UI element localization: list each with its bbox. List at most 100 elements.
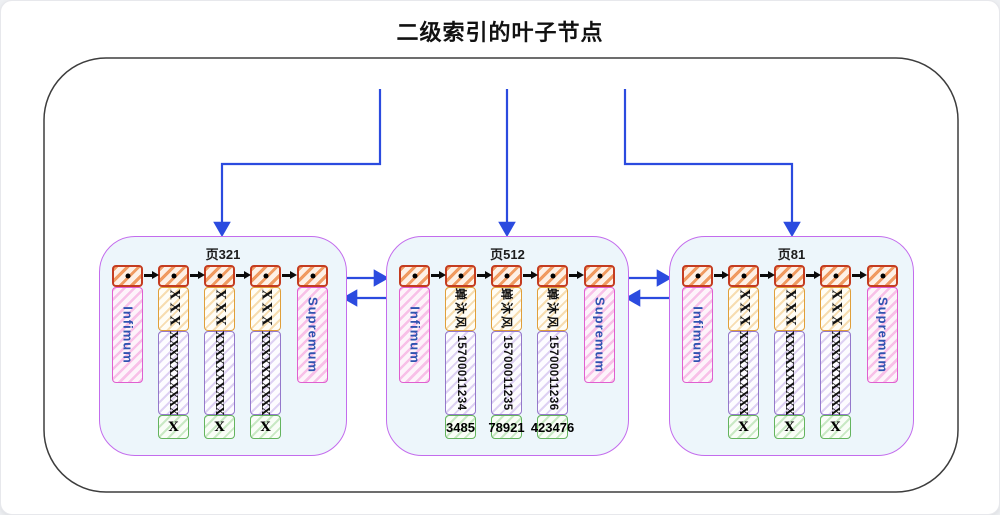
record-chain-arrow [190, 271, 205, 279]
record-pk-box: 3485 [445, 415, 476, 439]
record-pk-box: X [728, 415, 759, 439]
record-field-top-box: XXX [820, 287, 851, 331]
record-field-top-value: XXX [782, 289, 797, 329]
record-pk-box: 78921 [488, 415, 525, 439]
record-chain-arrow [144, 271, 159, 279]
record-field-top-value: XXX [736, 289, 751, 329]
record-header-cell [158, 265, 189, 287]
record-field-top-value: XXX [212, 289, 227, 329]
record-chain-arrow [806, 271, 821, 279]
supremum-box: Supremum [584, 287, 615, 383]
supremum-box: Supremum [297, 287, 328, 383]
page-title: 页321 [205, 247, 241, 262]
infimum-box: Infimum [399, 287, 430, 383]
supremum-header-cell [297, 265, 328, 287]
record-header-cell [445, 265, 476, 287]
record-pk-value: 3485 [446, 419, 475, 435]
record-pk-box: X [820, 415, 851, 439]
record-field-top-box: 蝉沐风 [491, 287, 522, 331]
record-field-top-value: XXX [258, 289, 273, 329]
record-field-middle-box: 15700011236 [537, 331, 568, 415]
record-field-middle-value: XXXXXXXXXX [212, 330, 227, 416]
record-pk-box: 423476 [531, 415, 574, 439]
page-title: 页81 [777, 247, 806, 262]
record-field-top-box: XXX [728, 287, 759, 331]
record-header-cell [728, 265, 759, 287]
record-field-middle-box: XXXXXXXXXX [158, 331, 189, 415]
record-header-cell [820, 265, 851, 287]
record-pk-box: X [158, 415, 189, 439]
record-pk-box: X [774, 415, 805, 439]
record-pk-box: X [250, 415, 281, 439]
record-chain-arrow [282, 271, 297, 279]
record-field-middle-box: 15700011235 [491, 331, 522, 415]
record-field-top-box: 蝉沐风 [445, 287, 476, 331]
record-header-cell [774, 265, 805, 287]
record-pk-value: X [168, 419, 179, 435]
record-pk-value: 423476 [530, 419, 575, 435]
record-field-middle-box: XXXXXXXXXX [774, 331, 805, 415]
supremum-header-cell [584, 265, 615, 287]
record-field-middle-value: 15700011236 [546, 335, 559, 411]
supremum-label: Supremum [592, 297, 607, 373]
record-field-middle-box: XXXXXXXXXX [820, 331, 851, 415]
record-header-cell [491, 265, 522, 287]
record-field-top-value: 蝉沐风 [499, 287, 513, 331]
supremum-label: Supremum [875, 297, 890, 373]
record-field-middle-value: XXXXXXXXXX [736, 330, 751, 416]
infimum-box: Infimum [682, 287, 713, 383]
top-pointer-arrow-page81 [623, 89, 801, 238]
record-chain-arrow [431, 271, 446, 279]
record-pk-box: X [204, 415, 235, 439]
record-pk-value: X [260, 419, 271, 435]
record-field-top-value: 蝉沐风 [453, 287, 467, 331]
record-chain-arrow [714, 271, 729, 279]
record-header-cell [204, 265, 235, 287]
record-pk-value: X [784, 419, 795, 435]
infimum-label: Infimum [120, 306, 135, 364]
record-chain-arrow [852, 271, 867, 279]
record-field-top-box: XXX [204, 287, 235, 331]
record-field-top-value: 蝉沐风 [545, 287, 559, 331]
record-field-middle-value: XXXXXXXXXX [782, 330, 797, 416]
record-header-cell [250, 265, 281, 287]
record-field-top-value: XXX [828, 289, 843, 329]
record-field-top-box: 蝉沐风 [537, 287, 568, 331]
record-pk-value: X [214, 419, 225, 435]
record-field-middle-value: 15700011234 [454, 335, 467, 411]
record-chain-arrow [523, 271, 538, 279]
infimum-header-cell [682, 265, 713, 287]
record-header-cell [537, 265, 568, 287]
diagram-title: 二级索引的叶子节点 [396, 20, 604, 45]
top-pointer-arrow-page321 [213, 89, 382, 238]
infimum-label: Infimum [407, 306, 422, 364]
record-field-middle-box: XXXXXXXXXX [728, 331, 759, 415]
record-field-middle-value: XXXXXXXXXX [166, 330, 181, 416]
record-chain-arrow [236, 271, 251, 279]
record-chain-arrow [477, 271, 492, 279]
supremum-header-cell [867, 265, 898, 287]
infimum-header-cell [399, 265, 430, 287]
record-field-top-box: XXX [158, 287, 189, 331]
record-field-middle-value: XXXXXXXXXX [258, 330, 273, 416]
record-field-middle-box: 15700011234 [445, 331, 476, 415]
infimum-label: Infimum [690, 306, 705, 364]
record-chain-arrow [760, 271, 775, 279]
record-field-top-box: XXX [250, 287, 281, 331]
supremum-label: Supremum [305, 297, 320, 373]
record-field-top-box: XXX [774, 287, 805, 331]
record-pk-value: X [830, 419, 841, 435]
record-field-middle-value: XXXXXXXXXX [828, 330, 843, 416]
record-pk-value: X [738, 419, 749, 435]
record-chain-arrow [569, 271, 584, 279]
record-field-middle-box: XXXXXXXXXX [250, 331, 281, 415]
supremum-box: Supremum [867, 287, 898, 383]
record-field-top-value: XXX [166, 289, 181, 329]
page-title: 页512 [490, 247, 525, 262]
record-field-middle-box: XXXXXXXXXX [204, 331, 235, 415]
